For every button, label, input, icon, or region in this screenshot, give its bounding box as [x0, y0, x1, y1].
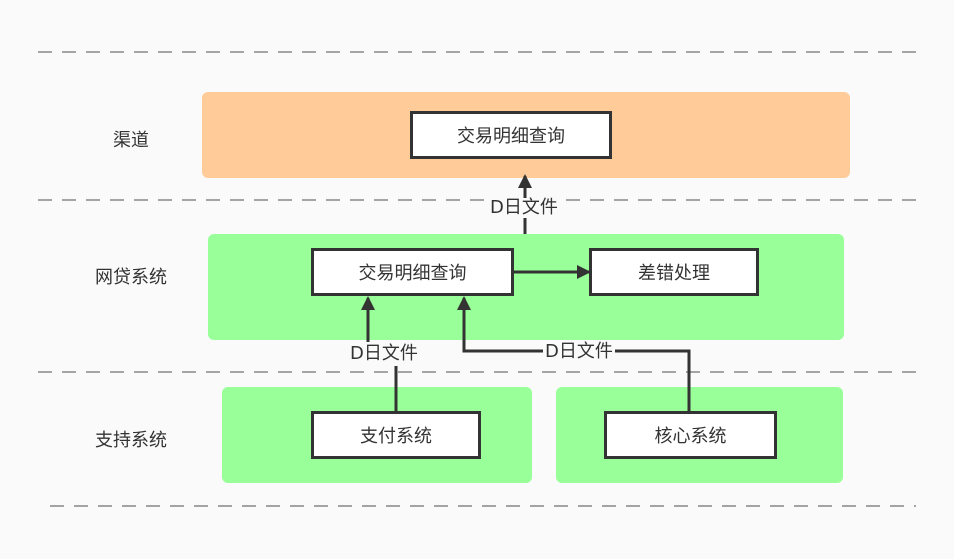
loan-transaction-query-node[interactable]: 交易明细查询 [311, 248, 514, 296]
error-handling-node[interactable]: 差错处理 [589, 248, 759, 296]
edge-label-payment-to-loan: D日文件 [348, 343, 420, 364]
lane-label-support-system: 支持系统 [95, 430, 167, 451]
lane-label-loan-system: 网贷系统 [95, 267, 167, 288]
edge-label-loan-to-channel: D日文件 [488, 197, 560, 218]
lane-label-channel: 渠道 [113, 130, 149, 151]
channel-transaction-query-node[interactable]: 交易明细查询 [410, 111, 612, 159]
edge-label-core-to-loan: D日文件 [543, 341, 615, 362]
payment-system-node[interactable]: 支付系统 [311, 411, 481, 459]
core-system-node[interactable]: 核心系统 [604, 411, 777, 459]
